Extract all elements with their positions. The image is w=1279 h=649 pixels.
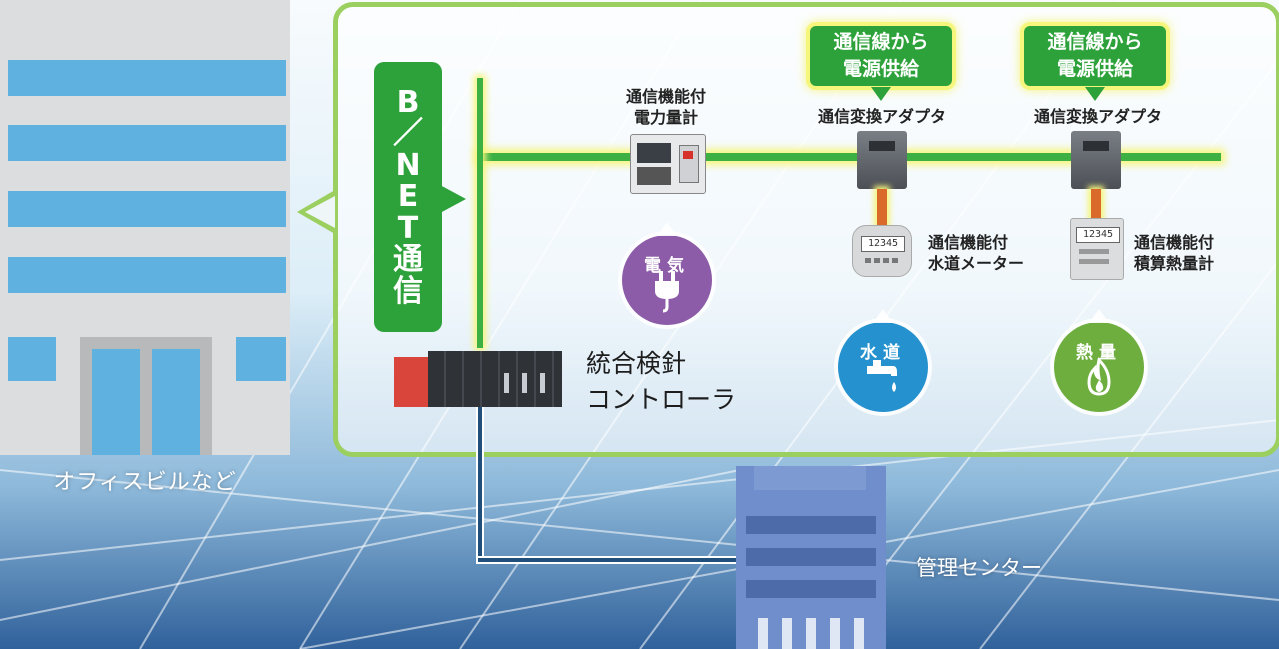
center-column [806,618,816,649]
water-meter-line1: 通信機能付 [928,233,1009,252]
adapter-slot [869,141,895,151]
metering-controller-device [394,351,564,407]
adapter-1-label: 通信変換アダプタ [817,107,946,126]
office-building [0,0,290,455]
controller-module-leds [540,373,545,393]
controller-label: 統合検針 コントローラ [586,346,736,418]
center-window-band [746,548,876,566]
building-entrance [80,337,212,455]
controller-line2: コントローラ [586,385,737,414]
water-meter-line2: 水道メーター [928,254,1025,273]
controller-module-leds [522,373,527,393]
meter-register [637,167,671,185]
flame-icon [1087,357,1111,396]
center-window-band [746,516,876,534]
power-meter-label: 通信機能付 電力量計 [604,86,728,128]
adapter-1-cable [877,189,887,225]
supply-arrow [871,87,891,101]
water-meter-digits: 12345 [861,236,905,252]
adapter-2-label: 通信変換アダプタ [1033,107,1162,126]
water-meter-label: 通信機能付 水道メーター [928,232,1048,274]
bnet-char: N [395,147,421,183]
adapter-2-cable [1091,189,1101,225]
bnet-char: B [396,84,420,120]
water-bubble: 水道 [838,309,928,412]
bubble-pointer [1089,309,1109,323]
heat-meter-device: 12345 [1070,218,1124,280]
center-link-horizontal [478,558,738,562]
meter-indicator [683,151,693,159]
faucet-icon [867,360,897,392]
bubble-pointer [657,222,677,236]
power-meter-line2: 電力量計 [633,108,698,127]
entrance-door [92,349,140,455]
power-supply-badge-1: 通信線から 電源供給 [810,26,952,101]
power-supply-badge-2: 通信線から 電源供給 [1024,26,1166,101]
center-column [854,618,864,649]
heat-meter-digits: 12345 [1076,227,1120,243]
building-window [236,337,286,381]
building-window-band [8,257,286,293]
heat-meter-line2: 積算熱量計 [1134,254,1215,273]
bnet-bus-vertical [477,78,483,348]
center-column [830,618,840,649]
electric-bubble: 電気 [622,222,712,325]
bnet-char: 通 [393,242,423,278]
center-column [758,618,768,649]
building-window-band [8,191,286,227]
supply-arrow [1085,87,1105,101]
water-meter-device: 12345 [852,225,912,277]
power-meter-device [630,134,706,194]
heat-meter-label: 通信機能付 積算熱量計 [1134,232,1254,274]
management-center-building [736,466,886,649]
meter-display [637,143,671,163]
center-column [782,618,792,649]
adapter-2-device [1071,131,1121,189]
building-window-band [8,60,286,96]
building-window-band [8,125,286,161]
building-window [8,337,56,381]
power-meter-line1: 通信機能付 [625,87,706,106]
supply-line2: 電源供給 [842,58,919,80]
water-meter-buttons [865,258,899,263]
office-label: オフィスビルなど [53,470,237,495]
heat-meter-button [1079,249,1109,254]
center-window-band [746,580,876,598]
heat-meter-button [1079,259,1109,264]
controller-module-leds [504,373,509,393]
bnet-char: T [397,210,419,246]
callout-pointer-inner [305,196,335,228]
center-roof [754,466,866,490]
controller-power-module [394,357,430,407]
entrance-door [152,349,200,455]
center-link-vertical [478,400,482,562]
controller-io-modules [428,351,562,407]
bnet-char: 信 [393,273,423,309]
supply-line1: 通信線から [1047,31,1143,53]
heat-bubble: 熱量 [1054,309,1144,412]
controller-line1: 統合検針 [586,349,687,378]
bubble-pointer [873,309,893,323]
heat-title: 熱量 [1076,343,1122,363]
management-center-label: 管理センター [916,556,1042,580]
bnet-char: ／ [393,116,423,152]
supply-line1: 通信線から [833,31,929,53]
adapter-1-device [857,131,907,189]
bnet-bus-horizontal [479,153,1221,161]
heat-meter-line1: 通信機能付 [1134,233,1215,252]
adapter-slot [1083,141,1109,151]
supply-line2: 電源供給 [1056,58,1133,80]
plug-icon [655,271,679,313]
bnet-badge: B ／ N E T 通 信 [374,62,442,332]
water-title: 水道 [860,343,906,363]
bnet-char: E [397,179,419,215]
bnet-arrow [440,185,466,213]
